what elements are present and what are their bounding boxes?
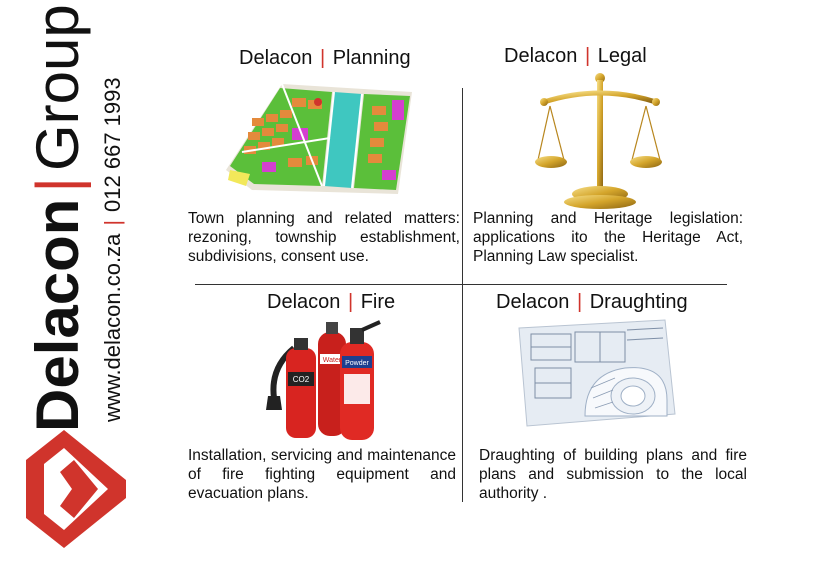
brand-separator: | [24,176,91,193]
fire-company: Delacon [267,291,341,313]
brand-suffix: Group [24,4,91,171]
draughting-title: Delacon | Draughting [496,291,688,314]
town-plan-map-image [226,83,412,194]
phone-number[interactable]: 012 667 1993 [100,77,125,212]
website-link[interactable]: www.delacon.co.za [100,233,125,422]
draughting-company: Delacon [496,291,570,313]
extinguisher-label-water: Water [323,357,342,364]
planning-company: Delacon [239,47,313,69]
draughting-description: Draughting of building plans and fire pl… [479,447,747,502]
legal-company: Delacon [504,45,578,67]
legal-title: Delacon | Legal [504,45,647,68]
draughting-separator: | [576,291,583,313]
brand-name: Delacon | Group [24,4,91,432]
legal-service: Legal [597,45,647,67]
extinguisher-label-powder: Powder [345,360,369,367]
fire-title: Delacon | Fire [267,291,395,314]
fire-extinguishers-image: Water CO2 Powder [266,320,381,440]
planning-description: Town planning and related matters: rezon… [188,210,460,265]
fire-service: Fire [360,291,396,313]
planning-title: Delacon | Planning [239,47,411,70]
legal-description: Planning and Heritage legislation: appli… [473,210,743,265]
draughting-service: Draughting [589,291,688,313]
legal-separator: | [584,45,591,67]
contact-separator: | [100,219,125,226]
horizontal-divider [195,284,727,285]
fire-separator: | [347,291,354,313]
delacon-logo-icon [26,430,126,548]
scales-of-justice-image [535,73,662,209]
brand-company: Delacon [24,198,91,432]
planning-separator: | [319,47,326,69]
vertical-divider [462,88,463,502]
building-plans-image [518,319,676,427]
fire-description: Installation, servicing and maintenance … [188,447,456,502]
contact-info: www.delacon.co.za | 012 667 1993 [100,77,125,422]
planning-service: Planning [332,47,411,69]
extinguisher-label-co2: CO2 [293,375,310,384]
